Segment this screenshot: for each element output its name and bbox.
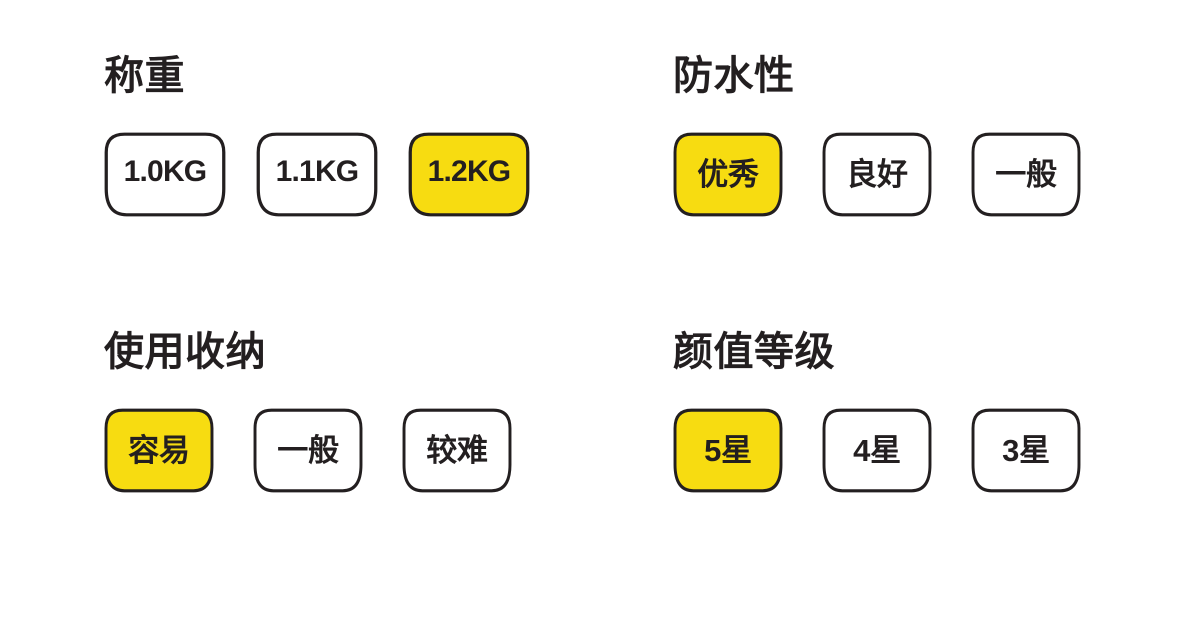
option-list-looks: 5星 4星 3星	[673, 408, 1200, 493]
option-shape	[971, 408, 1081, 493]
option-waterproof-2[interactable]: 一般	[971, 132, 1081, 217]
option-waterproof-0[interactable]: 优秀	[673, 132, 783, 217]
option-weight-2[interactable]: 1.2KG	[408, 132, 530, 217]
group-title-waterproof: 防水性	[673, 54, 795, 98]
option-shape	[104, 408, 214, 493]
option-group-storage: 使用收纳容易一般较难	[104, 332, 673, 608]
option-storage-2[interactable]: 较难	[402, 408, 512, 493]
option-weight-1[interactable]: 1.1KG	[256, 132, 378, 217]
option-shape	[256, 132, 378, 217]
option-looks-0[interactable]: 5星	[673, 408, 783, 493]
option-shape	[253, 408, 363, 493]
option-group-weight: 称重 1.0KG 1.1KG 1.2KG	[104, 56, 673, 332]
option-looks-1[interactable]: 4星	[822, 408, 932, 493]
option-shape	[408, 132, 530, 217]
option-shape	[673, 132, 783, 217]
option-shape	[822, 132, 932, 217]
group-title-storage: 使用收纳	[104, 330, 266, 374]
group-title-looks: 颜值等级	[673, 330, 835, 374]
option-storage-1[interactable]: 一般	[253, 408, 363, 493]
option-list-storage: 容易一般较难	[104, 408, 673, 493]
option-shape	[822, 408, 932, 493]
option-weight-0[interactable]: 1.0KG	[104, 132, 226, 217]
option-group-waterproof: 防水性优秀良好一般	[673, 56, 1200, 332]
option-storage-0[interactable]: 容易	[104, 408, 214, 493]
option-shape	[104, 132, 226, 217]
option-list-weight: 1.0KG 1.1KG 1.2KG	[104, 132, 673, 217]
option-looks-2[interactable]: 3星	[971, 408, 1081, 493]
option-shape	[673, 408, 783, 493]
option-shape	[971, 132, 1081, 217]
option-waterproof-1[interactable]: 良好	[822, 132, 932, 217]
option-list-waterproof: 优秀良好一般	[673, 132, 1200, 217]
group-title-weight: 称重	[104, 54, 185, 98]
option-group-looks: 颜值等级 5星 4星 3星	[673, 332, 1200, 608]
option-shape	[402, 408, 512, 493]
